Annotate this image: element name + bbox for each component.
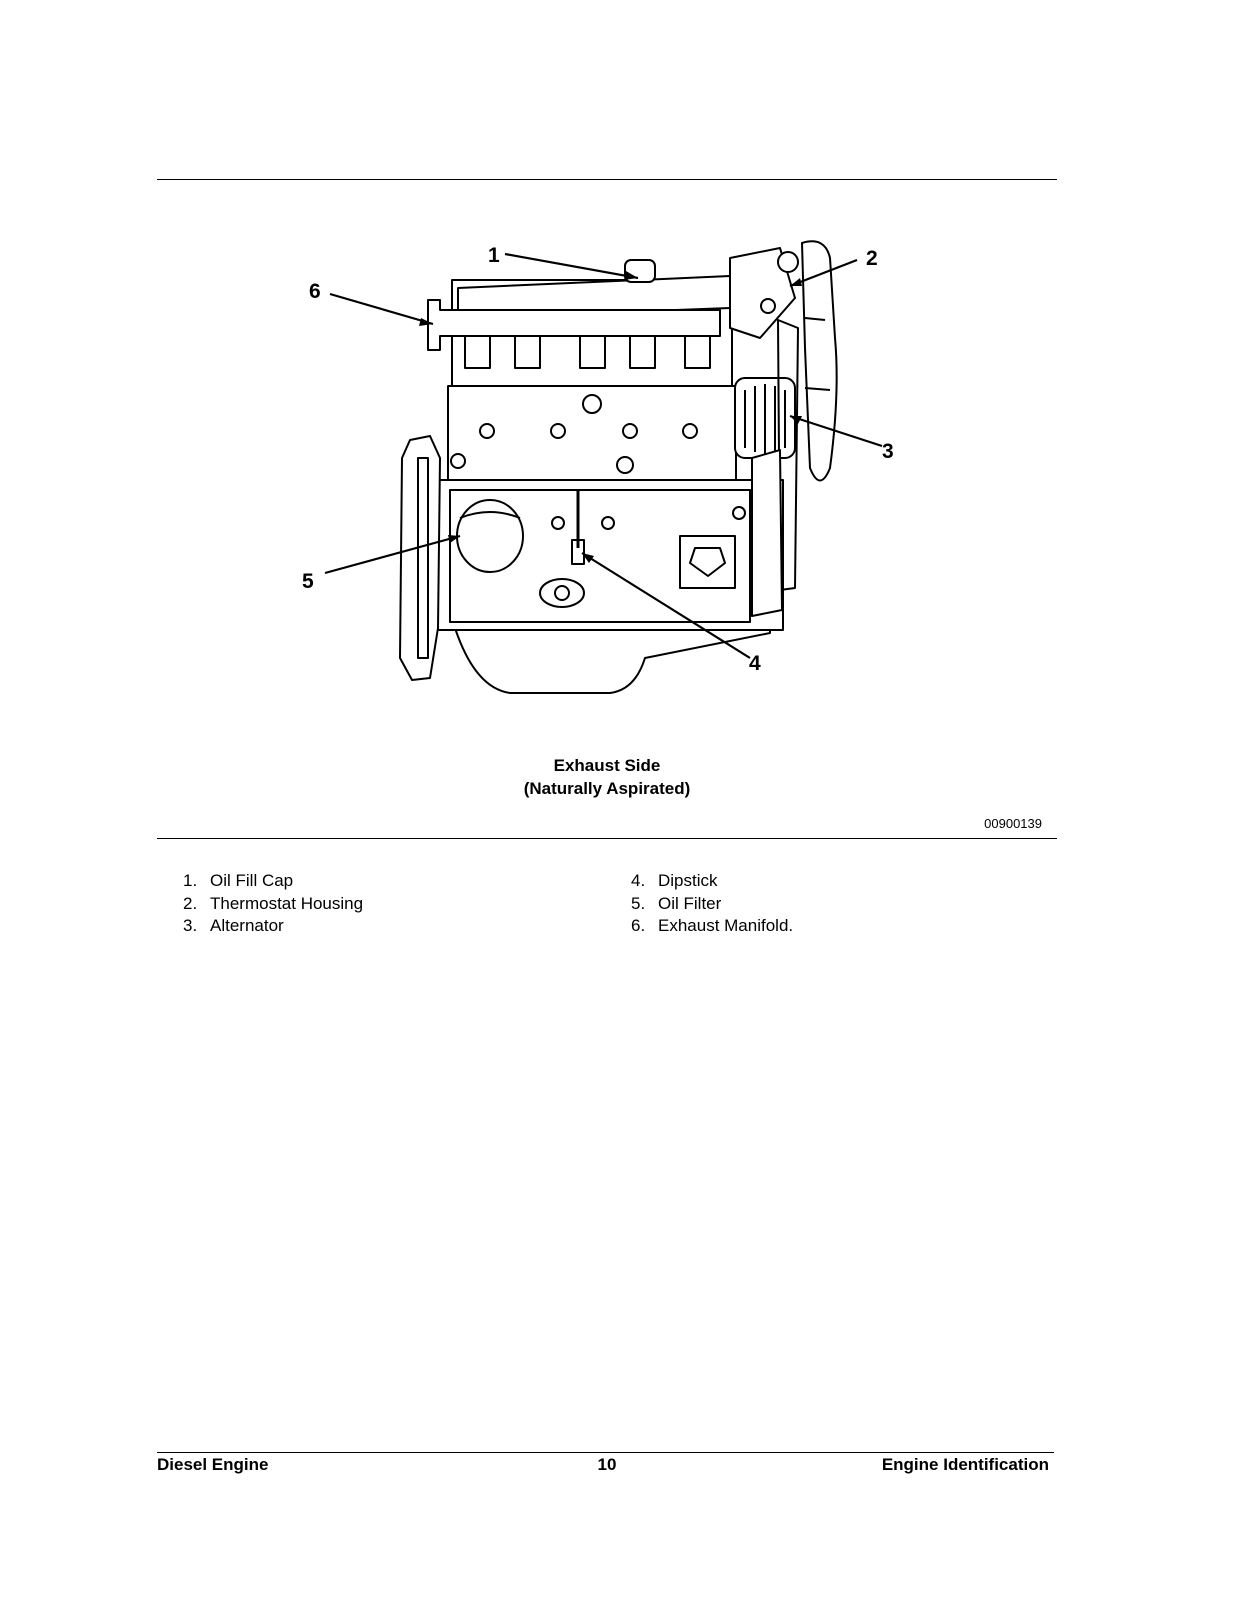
mid-rule: [157, 838, 1057, 839]
legend-item: 1. Oil Fill Cap: [183, 870, 363, 893]
legend-label: Alternator: [210, 916, 284, 935]
footer-manual-title: Diesel Engine: [157, 1455, 269, 1474]
figure-id: 00900139: [984, 816, 1042, 831]
engine-diagram: 1 2 3 4 5 6: [290, 218, 920, 708]
top-rule: [157, 179, 1057, 180]
legend-number: 1.: [183, 871, 198, 890]
footer-section-title: Engine Identification: [881, 1455, 1049, 1474]
legend-number: 6.: [631, 916, 646, 935]
legend-number: 3.: [183, 916, 198, 935]
footer-rule: [157, 1452, 1054, 1453]
callout-4: 4: [749, 652, 761, 675]
legend-label: Thermostat Housing: [210, 893, 364, 913]
legend-right-column: 4. Dipstick 5. Oil Filter 6. Exhaust Manifo…: [631, 870, 793, 938]
callout-2: 2: [866, 247, 878, 270]
legend-item: 4. Dipstick: [631, 870, 793, 893]
callout-6: 6: [309, 280, 321, 303]
callout-1: 1: [488, 244, 500, 267]
legend-label: Dipstick: [658, 871, 718, 890]
legend-item: 2. Thermostat Housing: [183, 893, 363, 916]
legend-item: 6. Exhaust Manifold.: [631, 915, 793, 938]
figure-caption-subtitle: (Naturally Aspirated): [523, 779, 691, 798]
callout-5: 5: [302, 570, 314, 593]
engine-line-drawing: 1 2 3 4 5 6: [302, 240, 894, 694]
legend-label: Oil Filter: [658, 893, 722, 913]
legend-label: Exhaust Manifold.: [658, 916, 794, 935]
legend-number: 4.: [631, 871, 646, 890]
legend-number: 2.: [183, 893, 198, 913]
legend-left-column: 1. Oil Fill Cap 2. Thermostat Housing 3. Al…: [183, 870, 363, 938]
legend-number: 5.: [631, 893, 646, 913]
footer-page-number: 10: [597, 1455, 617, 1474]
figure-caption-title: Exhaust Side: [553, 756, 661, 775]
legend-item: 5. Oil Filter: [631, 893, 793, 916]
callout-3: 3: [882, 440, 894, 463]
legend-item: 3. Alternator: [183, 915, 363, 938]
legend-label: Oil Fill Cap: [210, 871, 294, 890]
